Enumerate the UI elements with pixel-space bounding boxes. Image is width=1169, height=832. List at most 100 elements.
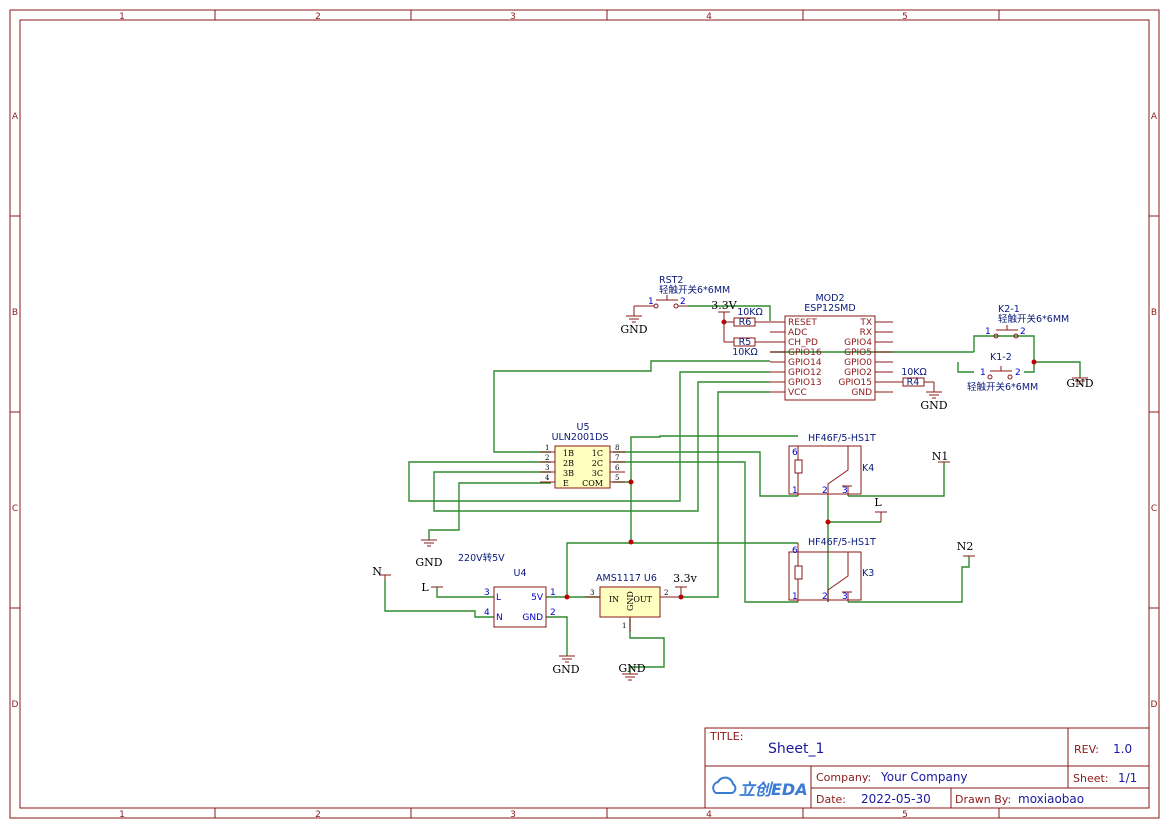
r4-value: 10KΩ xyxy=(901,367,927,378)
zone-col-2-bottom: 2 xyxy=(315,810,321,820)
drawn-by-label: Drawn By: xyxy=(955,793,1011,806)
u5-num-8: 8 xyxy=(615,444,619,452)
date-label: Date: xyxy=(816,793,846,806)
sheet-value: 1/1 xyxy=(1118,771,1137,785)
rst2-value: 轻触开关6*6MM xyxy=(659,284,730,296)
rev-label: REV: xyxy=(1074,743,1099,756)
u4-pin-5v: 5V xyxy=(531,593,544,603)
gnd-label-uln: GND xyxy=(415,556,442,569)
k2-1-switch[interactable]: 1 2 K2-1 轻触开关6*6MM xyxy=(985,304,1069,339)
net-port-l-power: L xyxy=(421,581,443,594)
k3-pin6: 6 xyxy=(792,546,798,556)
r6-resistor[interactable]: R6 10KΩ xyxy=(733,307,770,328)
vcc-label-lower: 3.3v xyxy=(673,572,697,585)
k4-pin2: 2 xyxy=(822,486,828,496)
zone-row-a-left: A xyxy=(12,112,19,122)
net-port-n1: N1 xyxy=(932,450,950,463)
r6-value: 10KΩ xyxy=(737,307,763,318)
mod2-pin-gpio14: GPIO14 xyxy=(788,358,822,368)
junctions xyxy=(564,319,1037,600)
net-label-n1: N1 xyxy=(932,450,949,463)
drawing-frame: 1 2 3 4 5 1 2 3 4 5 A B C D A B C D xyxy=(9,9,1160,820)
zone-row-d-left: D xyxy=(12,700,19,710)
zone-row-a-right: A xyxy=(1151,112,1158,122)
mod2-pin-gpio0: GPIO0 xyxy=(844,358,872,368)
k3-pin2: 2 xyxy=(822,592,828,602)
net-label-l-power: L xyxy=(421,581,429,594)
title-block: TITLE: Sheet_1 REV: 1.0 Company: Your Co… xyxy=(704,727,1150,809)
k4-pin6: 6 xyxy=(792,448,798,458)
rst2-switch[interactable]: 1 2 RST2 轻触开关6*6MM xyxy=(633,275,730,316)
k2-1-pin1: 1 xyxy=(985,327,991,337)
u5-num-2: 2 xyxy=(545,454,549,462)
u6-pin-out: OUT xyxy=(633,595,652,604)
u5-pin-1c: 1C xyxy=(592,449,603,458)
mod2-pin-gpio5: GPIO5 xyxy=(844,348,872,358)
u6-ref: AMS1117 U6 xyxy=(596,573,657,584)
u5-pin-3b: 3B xyxy=(563,469,574,478)
mod2-pin-gpio4: GPIO4 xyxy=(844,338,872,348)
u5-num-7: 7 xyxy=(615,454,619,462)
u5-num-5: 5 xyxy=(615,474,619,482)
cloud-icon xyxy=(712,776,737,794)
mod2-pin-gnd: GND xyxy=(851,388,872,398)
mod2-pin-reset: RESET xyxy=(788,318,817,328)
k3-relay[interactable]: HF46F/5-HS1T K3 6 1 2 3 xyxy=(788,537,876,602)
junction-dot xyxy=(825,519,831,525)
r5-resistor[interactable]: R5 10KΩ xyxy=(732,337,770,358)
net-port-n2: N2 xyxy=(957,540,975,557)
u4-power-module[interactable]: 220V转5V U4 L N 5V GND 3 4 1 2 xyxy=(458,552,556,628)
mod2-esp12smd[interactable]: MOD2 ESP12SMD RESET ADC CH_PD GPIO16 GPI… xyxy=(770,293,893,401)
net-port-l-relay: L xyxy=(874,496,887,522)
u6-ams1117[interactable]: AMS1117 U6 IN OUT GND 3 2 1 xyxy=(585,573,681,632)
wires xyxy=(384,305,1081,674)
mod2-pin-gpio15: GPIO15 xyxy=(838,378,872,388)
zone-row-b-right: B xyxy=(1151,308,1157,318)
mod2-pin-adc: ADC xyxy=(788,328,807,338)
u6-num-2: 2 xyxy=(664,589,668,597)
vcc-label-upper: 3.3V xyxy=(711,299,737,312)
mod2-pin-ch-pd: CH_PD xyxy=(788,338,818,348)
mod2-pin-gpio12: GPIO12 xyxy=(788,368,822,378)
u5-uln2001ds[interactable]: U5 ULN2001DS 1B 2B 3B E 1C 2C 3C COM 1 2… xyxy=(540,422,625,489)
rst2-pin2: 2 xyxy=(680,297,686,307)
u4-pin-l: L xyxy=(496,593,501,603)
zone-col-5-bottom: 5 xyxy=(902,810,908,820)
gnd-label-r4: GND xyxy=(920,399,947,412)
zone-col-3-top: 3 xyxy=(510,12,516,22)
net-port-n: N xyxy=(372,565,391,580)
k1-2-ref: K1-2 xyxy=(990,352,1012,363)
k4-pin1: 1 xyxy=(792,486,798,496)
u5-ref: U5 xyxy=(577,422,590,433)
u4-value: 220V转5V xyxy=(458,552,505,564)
r6-ref: R6 xyxy=(739,317,752,328)
u5-num-1: 1 xyxy=(545,444,549,452)
zone-col-4-bottom: 4 xyxy=(706,810,712,820)
r4-resistor[interactable]: R4 10KΩ xyxy=(893,367,935,392)
company-value: Your Company xyxy=(880,770,968,784)
zone-col-1-bottom: 1 xyxy=(119,810,125,820)
gnd-label-u4: GND xyxy=(552,663,579,676)
k2-1-ref: K2-1 xyxy=(998,304,1020,315)
junction-dot xyxy=(628,479,634,485)
date-value: 2022-05-30 xyxy=(861,792,931,806)
u5-num-3: 3 xyxy=(545,464,549,472)
mod2-pin-tx: TX xyxy=(859,318,872,328)
gnd-label-rst2: GND xyxy=(620,323,647,336)
k1-2-switch[interactable]: 1 2 K1-2 轻触开关6*6MM xyxy=(967,352,1038,393)
k3-ref: K3 xyxy=(862,568,874,579)
u5-num-6: 6 xyxy=(615,464,620,472)
u6-num-3: 3 xyxy=(590,589,594,597)
u4-ref: U4 xyxy=(514,568,527,579)
k4-relay[interactable]: HF46F/5-HS1T K4 6 1 2 3 xyxy=(788,433,876,496)
title-label: TITLE: xyxy=(709,730,743,743)
u5-pin-1b: 1B xyxy=(563,449,574,458)
junction-dot xyxy=(628,539,634,545)
u5-pin-3c: 3C xyxy=(592,469,603,478)
mod2-pin-gpio13: GPIO13 xyxy=(788,378,822,388)
rst2-ref: RST2 xyxy=(659,275,683,286)
zone-col-4-top: 4 xyxy=(706,12,712,22)
u4-num-1: 1 xyxy=(550,588,556,598)
